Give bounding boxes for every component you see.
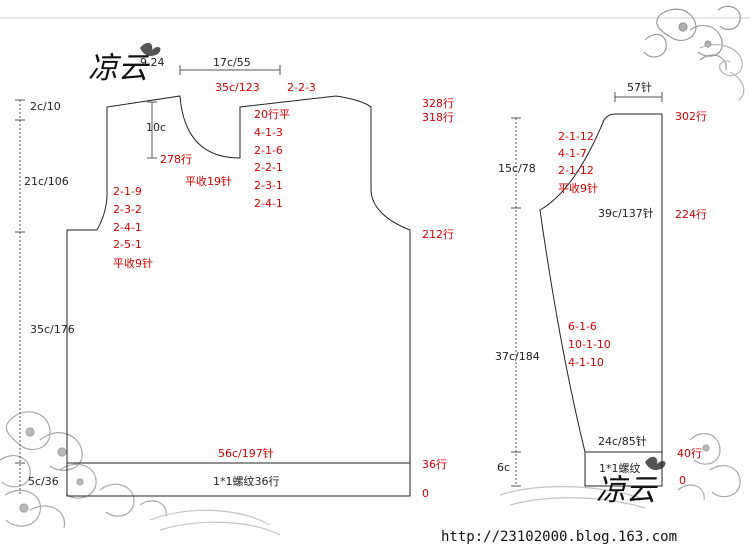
neck-row-label: 278行 xyxy=(160,153,192,166)
body-length-label: 35c/176 xyxy=(30,323,75,336)
neck-bind-label: 平收19针 xyxy=(185,174,232,188)
sleeve-cap-height: 15c/78 xyxy=(498,162,536,175)
flower-icon xyxy=(0,411,281,536)
armhole-shaping-3: 2-5-1 xyxy=(113,238,142,251)
neck-depth-label: 10c xyxy=(146,121,166,134)
butterfly-icon xyxy=(645,456,666,470)
back-row-0: 0 xyxy=(422,487,429,500)
increase-2: 4-1-10 xyxy=(568,356,604,369)
neck-shaping-3: 2-2-1 xyxy=(254,161,283,174)
back-piece-outline xyxy=(66,95,411,497)
sleeve-row-0: 0 xyxy=(679,474,686,487)
armhole-shaping-4: 平收9针 xyxy=(113,256,153,270)
sleeve-cuff-height: 6c xyxy=(497,461,510,474)
footer-url: http://23102000.blog.163.com xyxy=(441,529,677,545)
increase-1: 10-1-10 xyxy=(568,338,611,351)
neck-shaping-4: 2-3-1 xyxy=(254,179,283,192)
neck-shaping-0: 20行平 xyxy=(254,108,290,121)
cap-shaping-0: 2-1-12 xyxy=(558,130,594,143)
cap-shaping-3: 平收9针 xyxy=(558,181,598,195)
sleeve-row-302: 302行 xyxy=(675,110,707,123)
armhole-height-label: 21c/106 xyxy=(24,175,69,188)
shoulder-slope-label: 2-2-3 xyxy=(287,81,316,94)
rib-label: 1*1螺纹36行 xyxy=(213,474,280,488)
body-width-label: 56c/197针 xyxy=(218,446,274,460)
back-piece xyxy=(15,65,411,497)
neck-shaping-2: 2-1-6 xyxy=(254,144,283,157)
sleeve-top-stitches: 57针 xyxy=(627,80,652,94)
armhole-shaping-0: 2-1-9 xyxy=(113,185,142,198)
cap-shaping-2: 2-1-12 xyxy=(558,164,594,177)
logo-text: 凉云 xyxy=(596,473,658,508)
neck-shaping-5: 2-4-1 xyxy=(254,197,283,210)
sleeve-cuff-width: 24c/85针 xyxy=(598,434,647,448)
neck-shaping-1: 4-1-3 xyxy=(254,126,283,139)
armhole-shaping-2: 2-4-1 xyxy=(113,221,142,234)
sleeve-row-40: 40行 xyxy=(677,447,702,460)
flower-icon xyxy=(499,433,741,509)
armhole-shaping-1: 2-3-2 xyxy=(113,203,142,216)
butterfly-icon xyxy=(140,42,161,56)
brand-logo: 凉云 xyxy=(596,456,666,508)
back-row-212: 212行 xyxy=(422,228,454,241)
sleeve-upper-width: 39c/137针 xyxy=(598,206,654,220)
logo-number: 9.24 xyxy=(140,56,165,69)
back-row-328: 328行 xyxy=(422,97,454,110)
cap-shaping-1: 4-1-7 xyxy=(558,147,587,160)
swirl-icon xyxy=(699,44,745,101)
sleeve-piece xyxy=(511,92,663,487)
top-width-label: 17c/55 xyxy=(213,56,251,69)
back-row-36: 36行 xyxy=(422,458,447,471)
logo-text: 凉云 xyxy=(88,51,150,86)
rib-height-label: 5c/36 xyxy=(28,475,59,488)
sleeve-row-224: 224行 xyxy=(675,208,707,221)
increase-0: 6-1-6 xyxy=(568,320,597,333)
shoulder-height-label: 2c/10 xyxy=(30,100,61,113)
sleeve-outline xyxy=(539,113,663,487)
neck-stitches-label: 35c/123 xyxy=(215,81,260,94)
back-row-318: 318行 xyxy=(422,111,454,124)
brand-logo: 凉云 9.24 xyxy=(88,42,165,86)
sleeve-length: 37c/184 xyxy=(495,350,540,363)
sleeve-cuff-rib: 1*1螺纹 xyxy=(599,461,641,475)
